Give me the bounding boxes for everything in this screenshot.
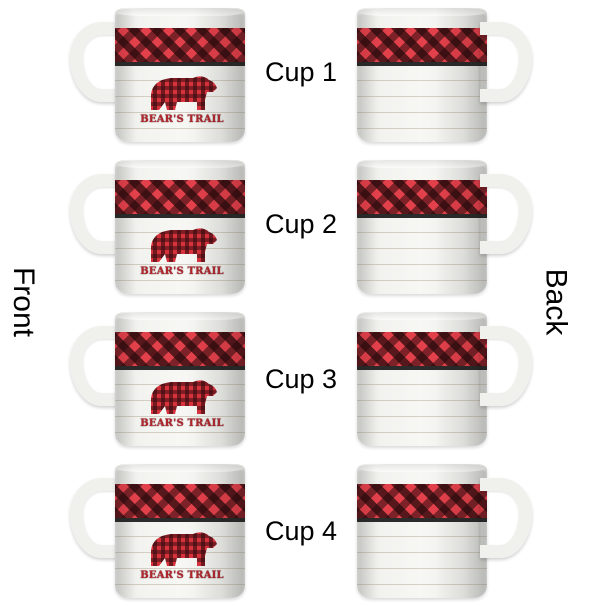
brand-text: BEAR'S TRAIL [140,418,224,429]
mug-handle [480,22,532,102]
cup-row-2: BEAR'S TRAIL Cup 2 [0,152,600,302]
plaid-band [115,28,245,62]
cup-row-1: BEAR'S TRAIL Cup 1 [0,0,600,150]
cup-label: Cup 3 [264,364,338,394]
cup-label: Cup 2 [264,209,338,239]
front-mug-image: BEAR'S TRAIL [115,312,245,448]
bear-icon [151,380,217,414]
front-mug-image: BEAR'S TRAIL [115,160,245,296]
mug-handle [480,478,532,558]
back-mug-image [357,160,487,296]
bear-icon [151,76,217,110]
bear-logo: BEAR'S TRAIL [137,526,227,586]
bear-logo: BEAR'S TRAIL [137,70,227,130]
plaid-band [115,484,245,518]
front-mug-image: BEAR'S TRAIL [115,8,245,144]
plaid-band [357,180,487,214]
plaid-band [357,332,487,366]
back-mug-image [357,8,487,144]
mug-handle [480,174,532,254]
brand-text: BEAR'S TRAIL [140,570,224,581]
brand-text: BEAR'S TRAIL [140,266,224,277]
plaid-band [115,332,245,366]
bear-icon [151,228,217,262]
bear-icon [151,532,217,566]
plaid-band [115,180,245,214]
plaid-band [357,28,487,62]
front-mug-image: BEAR'S TRAIL [115,464,245,600]
back-mug-image [357,464,487,600]
cup-row-3: BEAR'S TRAIL Cup 3 [0,304,600,454]
bear-logo: BEAR'S TRAIL [137,222,227,282]
back-mug-image [357,312,487,448]
bear-logo: BEAR'S TRAIL [137,374,227,434]
cup-label: Cup 4 [264,516,338,546]
cup-label: Cup 1 [264,57,338,87]
mug-handle [480,326,532,406]
cup-row-4: BEAR'S TRAIL Cup 4 [0,456,600,606]
plaid-band [357,484,487,518]
brand-text: BEAR'S TRAIL [140,114,224,125]
